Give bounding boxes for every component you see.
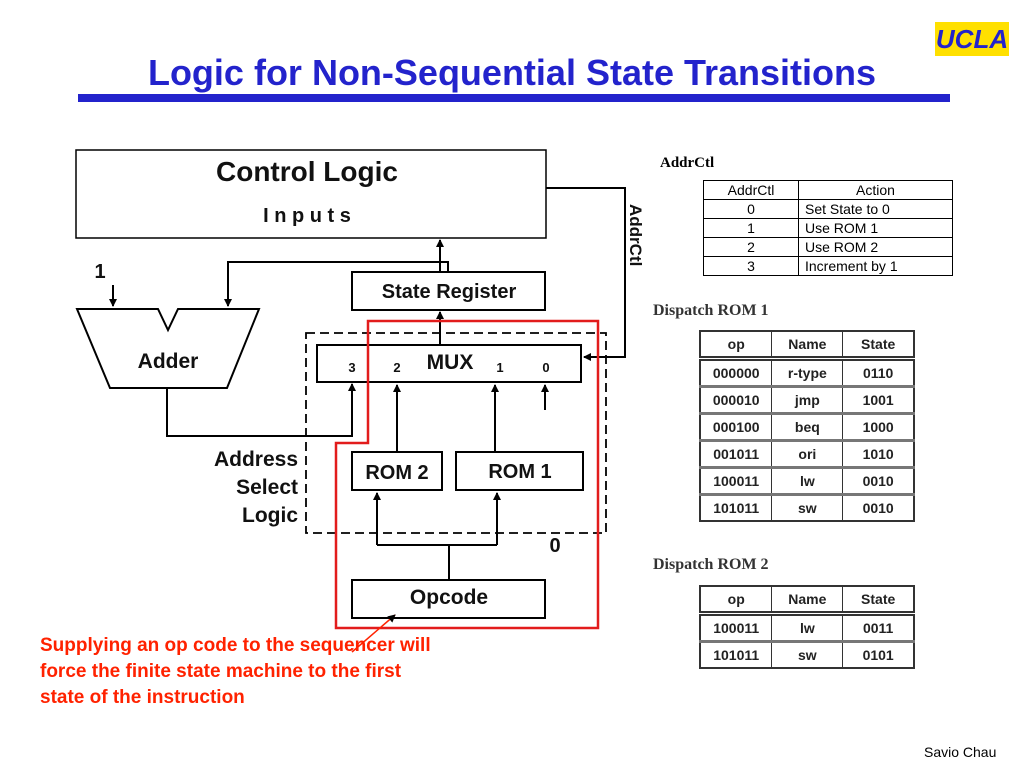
state-register-label: State Register <box>382 281 517 303</box>
adder-to-mux-wire <box>166 383 356 437</box>
state-cell: 0010 <box>842 493 915 521</box>
addrctl-vertical-label: AddrCtl <box>626 204 645 266</box>
name-header: Name <box>771 586 844 616</box>
op-cell: 000100 <box>699 412 773 441</box>
op-cell: 101011 <box>699 640 773 668</box>
title-underline <box>78 94 950 102</box>
state-cell: 0010 <box>842 466 915 495</box>
mux-input-2: 2 <box>393 360 400 375</box>
name-cell: lw <box>771 612 844 642</box>
highlight-outline <box>334 319 600 630</box>
addrctl-table-title: AddrCtl <box>660 155 715 171</box>
addrctl-cell: 3 <box>703 256 799 276</box>
logic-label: Logic <box>242 504 298 527</box>
control-logic-label: Control Logic <box>216 156 398 187</box>
address-select-boundary <box>305 332 607 534</box>
op-cell: 100011 <box>699 466 773 495</box>
ucla-logo: UCLA <box>935 22 1009 56</box>
dispatch-rom1-title: Dispatch ROM 1 <box>653 302 769 319</box>
action-cell: Use ROM 2 <box>798 237 953 257</box>
callout-arrow <box>351 614 396 653</box>
inputs-label: I n p u t s <box>263 205 351 227</box>
rom1-label: ROM 1 <box>488 461 551 483</box>
control-logic-box <box>75 149 547 239</box>
state-header: State <box>842 331 915 361</box>
zero-input-label: 0 <box>549 535 560 557</box>
action-cell: Increment by 1 <box>798 256 953 276</box>
mux-label: MUX <box>427 351 474 374</box>
state-cell: 0110 <box>842 357 915 387</box>
rom2-label: ROM 2 <box>365 462 428 484</box>
op-cell: 101011 <box>699 493 773 521</box>
state-cell: 1001 <box>842 385 915 414</box>
name-cell: r-type <box>771 357 844 387</box>
state-cell: 0011 <box>842 612 915 642</box>
name-cell: sw <box>771 640 844 668</box>
state-cell: 1000 <box>842 412 915 441</box>
callout-note: Supplying an op code to the sequencer wi… <box>40 635 431 708</box>
opcode-label: Opcode <box>410 586 488 609</box>
name-cell: lw <box>771 466 844 495</box>
op-cell: 001011 <box>699 439 773 468</box>
name-cell: sw <box>771 493 844 521</box>
address-label: Address <box>214 448 298 471</box>
state-to-adder-wire <box>224 261 449 307</box>
op-header: op <box>699 331 773 361</box>
op-header: op <box>699 586 773 616</box>
op-cell: 000010 <box>699 385 773 414</box>
name-cell: beq <box>771 412 844 441</box>
adder-shape <box>75 308 261 389</box>
addrctl-cell: 1 <box>703 218 799 238</box>
action-header: Action <box>798 180 953 200</box>
addrctl-wire <box>546 187 626 361</box>
mux-input-3: 3 <box>348 360 355 375</box>
dispatch-rom2-title: Dispatch ROM 2 <box>653 556 769 573</box>
name-header: Name <box>771 331 844 361</box>
name-cell: ori <box>771 439 844 468</box>
action-cell: Use ROM 1 <box>798 218 953 238</box>
addrctl-header: AddrCtl <box>703 180 799 200</box>
op-cell: 000000 <box>699 357 773 387</box>
state-header: State <box>842 586 915 616</box>
addrctl-cell: 2 <box>703 237 799 257</box>
action-cell: Set State to 0 <box>798 199 953 219</box>
addrctl-cell: 0 <box>703 199 799 219</box>
adder-label: Adder <box>138 350 199 373</box>
rom1-box <box>455 451 584 491</box>
author-credit: Savio Chau <box>924 744 997 760</box>
state-cell: 0101 <box>842 640 915 668</box>
mux-input-0: 0 <box>542 360 549 375</box>
mux-input-1: 1 <box>496 360 503 375</box>
adder-input-label: 1 <box>94 261 105 283</box>
mux-box <box>316 344 582 383</box>
op-cell: 100011 <box>699 612 773 642</box>
name-cell: jmp <box>771 385 844 414</box>
state-cell: 1010 <box>842 439 915 468</box>
select-label: Select <box>236 476 298 499</box>
slide-title: Logic for Non-Sequential State Transitio… <box>147 52 877 93</box>
